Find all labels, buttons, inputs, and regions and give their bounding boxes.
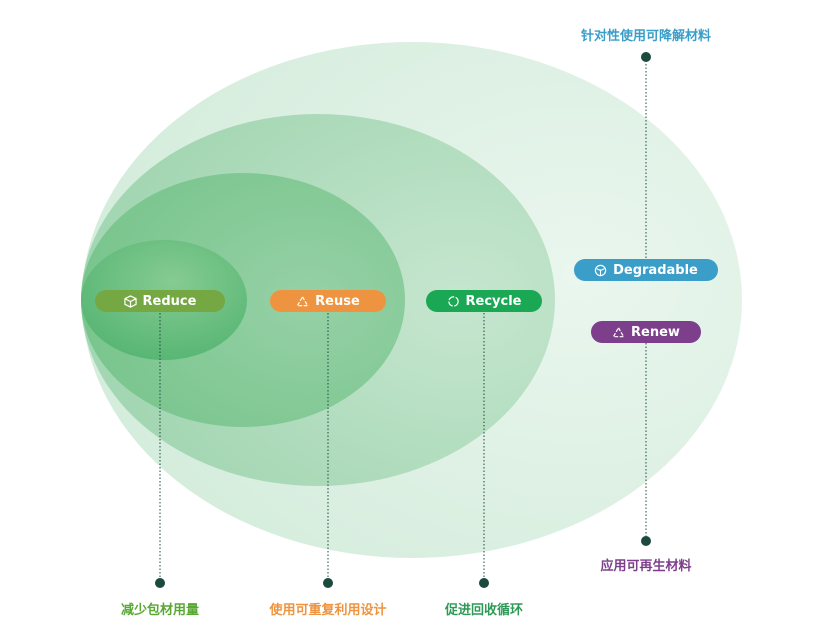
recycle-pill: Recycle: [426, 290, 542, 312]
reuse-label: Reuse: [315, 293, 360, 309]
leaf-globe-icon: [594, 264, 607, 277]
renew-pill: Renew: [591, 321, 701, 343]
box-icon: [123, 294, 137, 308]
reduce-caption: 减少包材用量: [120, 603, 200, 618]
reduce-dot: [155, 578, 165, 588]
renew-dot: [641, 536, 651, 546]
degradable-label: Degradable: [613, 262, 698, 278]
degradable-caption: 针对性使用可降解材料: [580, 29, 712, 44]
degradable-dot: [641, 52, 651, 62]
circle-icon: [447, 295, 460, 308]
renew-label: Renew: [631, 324, 680, 340]
recycle-dot: [479, 578, 489, 588]
renew-caption: 应用可再生材料: [600, 559, 692, 574]
reuse-caption: 使用可重复利用设计: [269, 603, 387, 618]
degradable-pill: Degradable: [574, 259, 718, 281]
recycle-caption: 促进回收循环: [444, 603, 524, 618]
reuse-dot: [323, 578, 333, 588]
reduce-pill: Reduce: [95, 290, 225, 312]
recycle-triangle-icon: [612, 326, 625, 339]
recycle-label: Recycle: [465, 293, 522, 309]
reuse-pill: Reuse: [270, 290, 386, 312]
recycle-triangle-icon: [296, 295, 309, 308]
reduce-label: Reduce: [142, 293, 197, 309]
